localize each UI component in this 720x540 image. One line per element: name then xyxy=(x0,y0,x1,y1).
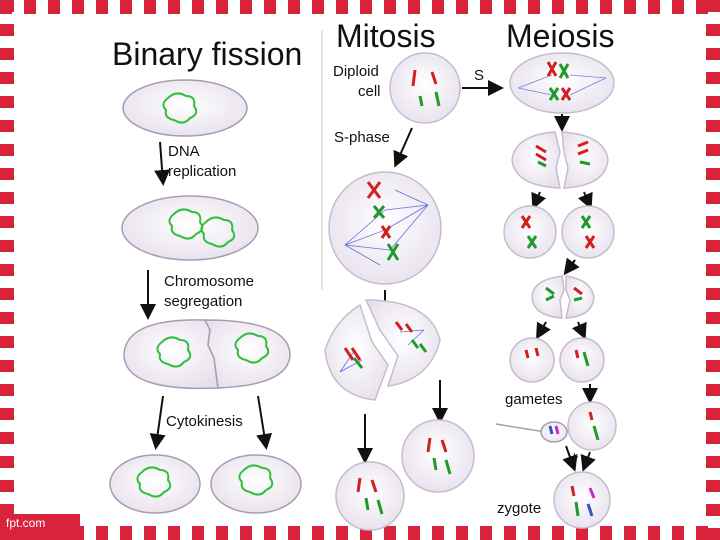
meiosis-cell-1 xyxy=(509,52,615,114)
arrow-meiosis-4a xyxy=(536,321,551,340)
meiosis-cell-2-dividing xyxy=(511,131,609,189)
arrow-fertilization-a xyxy=(562,445,578,472)
label-cell: cell xyxy=(358,83,381,100)
label-s: S xyxy=(474,67,485,84)
label-dna: DNA xyxy=(168,143,200,160)
arrow-meiosis-4b xyxy=(571,321,587,340)
meiosis-column xyxy=(495,52,617,529)
mitosis-daughter-left xyxy=(335,461,405,531)
bacterium-cell-3-dividing xyxy=(123,319,291,390)
diploid-cell xyxy=(389,52,461,124)
label-zygote: zygote xyxy=(497,500,542,517)
label-segregation: segregation xyxy=(164,293,243,310)
label-replication: replication xyxy=(168,163,237,180)
zygote-cell xyxy=(553,471,611,529)
meiosis-title: Meiosis xyxy=(506,18,615,54)
label-plus: + xyxy=(570,449,579,466)
arrow-cytokinesis-right xyxy=(256,395,273,450)
arrow-cytokinesis-left xyxy=(149,395,166,450)
arrow-fertilization-b xyxy=(580,451,596,472)
meiosis-cell-3b xyxy=(561,205,615,259)
mitosis-title: Mitosis xyxy=(336,18,436,54)
label-chromosome: Chromosome xyxy=(164,273,255,290)
label-s-phase: S-phase xyxy=(334,129,390,146)
mitosis-daughter-right xyxy=(401,419,475,493)
meiosis-cell-3a xyxy=(503,205,557,259)
bacterium-cell-2 xyxy=(121,195,259,261)
mitosis-column xyxy=(324,52,504,531)
daughter-cell-left xyxy=(109,454,201,514)
bacterium-cell-1 xyxy=(122,79,248,137)
watermark: fpt.com xyxy=(6,516,46,530)
daughter-cell-right xyxy=(210,454,302,514)
sperm-gamete xyxy=(495,421,568,443)
meiosis-cell-5a xyxy=(509,337,555,383)
label-cytokinesis: Cytokinesis xyxy=(166,413,243,430)
binary-fission-title: Binary fission xyxy=(112,36,303,72)
arrow-meiosis-3 xyxy=(563,257,580,276)
arrow-dna-replication xyxy=(154,141,171,186)
label-diploid: Diploid xyxy=(333,63,379,80)
mitosis-metaphase-cell xyxy=(328,171,442,285)
binary-fission-column xyxy=(109,79,302,514)
meiosis-cell-5b xyxy=(559,337,605,383)
label-gametes: gametes xyxy=(505,391,563,408)
arrow-meiosis-2b xyxy=(577,191,593,210)
egg-gamete xyxy=(567,401,617,451)
meiosis-cell-4-dividing xyxy=(531,275,595,319)
arrow-meiosis-2a xyxy=(531,191,547,210)
mitosis-dividing-cell xyxy=(324,299,441,401)
arrow-s-phase xyxy=(393,127,413,168)
